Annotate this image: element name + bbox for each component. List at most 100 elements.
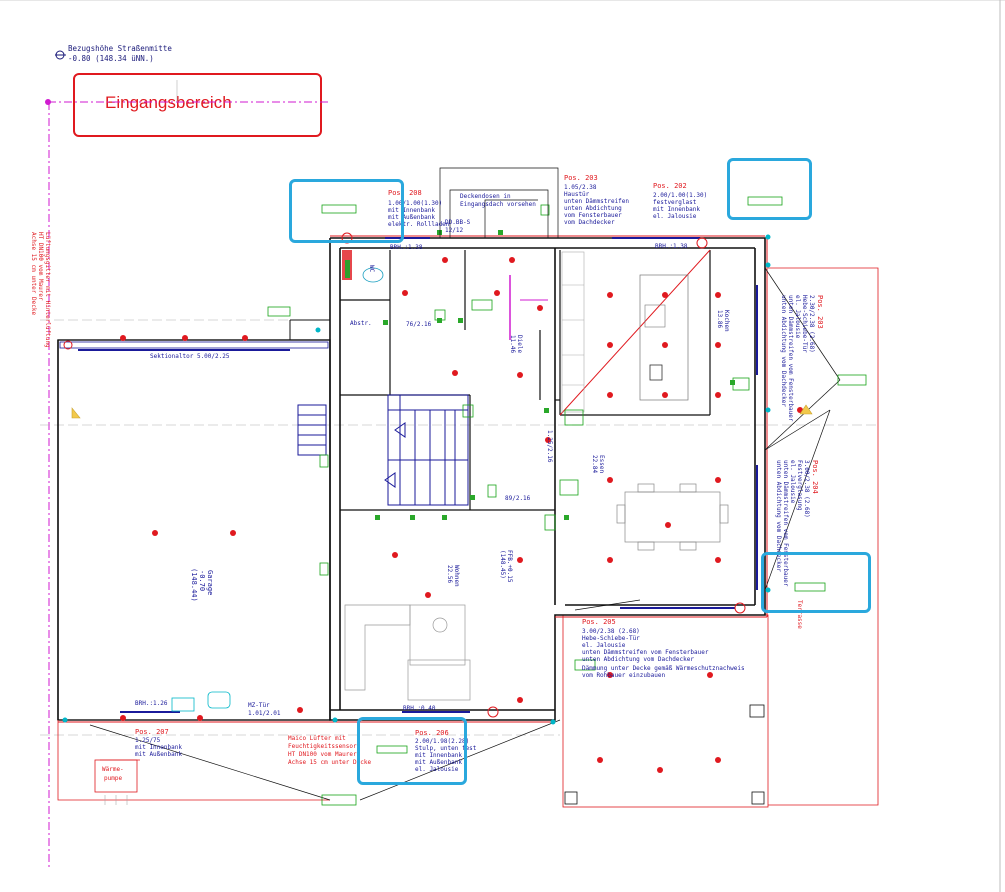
svg-text:Pos. 203: Pos. 203	[564, 174, 598, 182]
pos208-label: Pos. 208 1.00/1.00(1.30) mit Innenbank m…	[388, 189, 450, 228]
highlight-callout-pos208[interactable]	[289, 179, 404, 243]
pos203b-label: Pos. 203 2.30/2.38 (2.68) Hebe-Schiebe-T…	[780, 295, 824, 422]
entrance-area-title: Eingangsbereich	[105, 93, 232, 112]
storage-label: Abstr.	[350, 320, 372, 327]
svg-text:mit Innenbank: mit Innenbank	[653, 206, 700, 213]
svg-text:unten Abdichtung vom Dachdecke: unten Abdichtung vom Dachdecker	[775, 460, 782, 572]
dining-room-label: Essen 22.84	[591, 455, 605, 477]
pos206-label: Pos. 206 2.00/1.98(2.28) Stulp, unten fe…	[415, 729, 477, 773]
svg-text:Pos. 205: Pos. 205	[582, 618, 616, 626]
svg-text:mit Innenbank: mit Innenbank	[135, 744, 182, 751]
roof-overhang-lines	[89, 267, 841, 801]
garage-room-label: Garage -0.70 (148.44)	[190, 568, 214, 602]
dim-125: 1.25/2.16	[546, 430, 553, 463]
svg-text:1.05/2.38: 1.05/2.38	[564, 184, 597, 191]
reference-height-label: Bezugshöhe Straßenmitte -0.80 (148.34 üN…	[68, 44, 172, 64]
heat-pump-box	[94, 759, 138, 793]
dim-89: 89/2.16	[505, 495, 531, 502]
ventilator-note-2: Feuchtigkeitssensor	[288, 743, 357, 750]
axis-node	[45, 99, 51, 105]
svg-text:2.00/1.00(1.30): 2.00/1.00(1.30)	[653, 192, 707, 199]
pos205-label: Pos. 205 3.00/2.38 (2.68) Hebe-Schiebe-T…	[582, 618, 745, 679]
electrical-tags	[267, 196, 867, 806]
deckendosen-note-1: Deckendosen in	[460, 193, 511, 200]
sectional-door-line	[59, 341, 329, 349]
svg-text:el. Jalousie: el. Jalousie	[653, 213, 697, 220]
svg-text:1.00/1.00(1.30): 1.00/1.00(1.30)	[388, 200, 442, 207]
svg-text:Pos. 203: Pos. 203	[816, 295, 824, 329]
kitchen-counter	[561, 251, 585, 413]
cyan-markers	[62, 234, 771, 725]
brh-top-left: BRH.:1.38	[390, 244, 423, 251]
svg-text:mit Außenbank: mit Außenbank	[135, 751, 182, 758]
ffb-level-label: FFB.+0.15 (148.45)	[499, 550, 513, 586]
dining-table	[616, 483, 729, 551]
outlets	[375, 230, 735, 520]
water-supply	[207, 691, 231, 709]
staircase	[297, 394, 469, 506]
svg-text:unten Dämmstreifen vom Fenster: unten Dämmstreifen vom Fensterbauer	[782, 460, 789, 587]
sectional-door-label: Sektionaltor 5.00/2.25	[150, 353, 230, 360]
kitchen-diagonal	[559, 249, 711, 416]
ventilator-note-3: HT DN100 vom Maurer	[288, 751, 357, 758]
svg-text:3.00/2.38 (2.68): 3.00/2.38 (2.68)	[582, 628, 640, 635]
ventilation-unit	[171, 697, 195, 712]
svg-text:Festverglasung: Festverglasung	[796, 460, 803, 511]
pos202-label: Pos. 202 2.00/1.00(1.30) festverglast mi…	[653, 182, 707, 220]
highlight-callout-pos206[interactable]	[357, 717, 467, 785]
svg-text:el. Jalousie: el. Jalousie	[794, 295, 801, 339]
svg-text:Pos. 208: Pos. 208	[388, 189, 422, 197]
svg-text:2.00/1.98(2.28): 2.00/1.98(2.28)	[415, 738, 469, 745]
deckendosen-note-2: Eingangsdach vorsehen	[460, 201, 536, 208]
dd-ratio-label: 12/12	[445, 227, 463, 234]
garage-walls	[57, 339, 331, 721]
hallway-room-label: Diele 11.46	[509, 335, 523, 357]
brh-bottom-mid: BRH.:0.40	[403, 705, 436, 712]
pos207-label: Pos. 207 1.25/75 mit Innenbank mit Außen…	[135, 728, 182, 758]
warning-marker	[799, 404, 813, 415]
svg-text:el. Jalousie: el. Jalousie	[415, 766, 459, 773]
window-dimension-bars	[78, 237, 758, 713]
svg-text:3.00/2.38 (2.68): 3.00/2.38 (2.68)	[803, 460, 810, 518]
mz-door-label: MZ-Tür	[248, 702, 270, 709]
entrance-area-markup-box[interactable]	[73, 73, 322, 137]
dim-76: 76/2.16	[406, 321, 432, 328]
mz-door-size: 1.01/2.01	[248, 710, 281, 717]
entry-canopy	[439, 167, 559, 238]
living-sofa	[344, 604, 471, 701]
kitchen-island	[639, 274, 689, 401]
left-ventilation-note: Lüftungsgitter mit Hinterlüftung HT DN10…	[30, 232, 51, 351]
ventilator-note-4: Achse 15 cm unter Decke	[288, 759, 371, 766]
brh-bottom-left: BRH.:1.26	[135, 700, 168, 707]
svg-text:unten Abdichtung vom Dachdecke: unten Abdichtung vom Dachdecker	[582, 656, 694, 663]
highlight-callout-right[interactable]	[761, 552, 871, 613]
dd-bb-label: DD.BB-S	[445, 219, 471, 226]
svg-text:Pos. 207: Pos. 207	[135, 728, 169, 736]
wc-room-label: WC	[368, 265, 375, 273]
brh-top-right: BRH.:1.38	[655, 243, 688, 250]
svg-text:el. Jalousie: el. Jalousie	[789, 460, 796, 504]
terrace-post	[564, 791, 578, 805]
warning-marker	[71, 407, 81, 419]
svg-text:festverglast: festverglast	[653, 199, 697, 206]
house-outer-walls	[329, 237, 766, 721]
svg-text:Hebe-Schiebe-Tür: Hebe-Schiebe-Tür	[582, 635, 640, 642]
pos203a-label: Pos. 203 1.05/2.38 Haustür unten Dämmstr…	[564, 174, 629, 226]
heat-pump-label-1: Wärme-	[102, 766, 124, 773]
svg-text:Pos. 202: Pos. 202	[653, 182, 687, 190]
light-fixtures	[120, 257, 803, 773]
highlight-callout-top-right[interactable]	[727, 158, 812, 220]
heat-pump-label-2: pumpe	[104, 775, 122, 782]
reference-height-value: -0.80 (148.34 üNN.)	[68, 54, 154, 63]
svg-text:Stulp, unten fest: Stulp, unten fest	[415, 745, 477, 752]
svg-text:unten Abdichtung vom Dachdecke: unten Abdichtung vom Dachdecker	[780, 295, 787, 407]
svg-text:vom Rohbauer einzubauen: vom Rohbauer einzubauen	[582, 672, 665, 679]
svg-text:1.25/75: 1.25/75	[135, 737, 161, 744]
living-room-label: Wohnen 22.56	[446, 565, 460, 590]
heat-pump-arrows	[104, 795, 128, 805]
svg-text:el. Jalousie: el. Jalousie	[582, 642, 626, 649]
svg-text:unten Dämmstreifen vom Fenster: unten Dämmstreifen vom Fensterbauer	[582, 649, 709, 656]
kitchen-room-label: Kochen 13.86	[716, 310, 730, 335]
